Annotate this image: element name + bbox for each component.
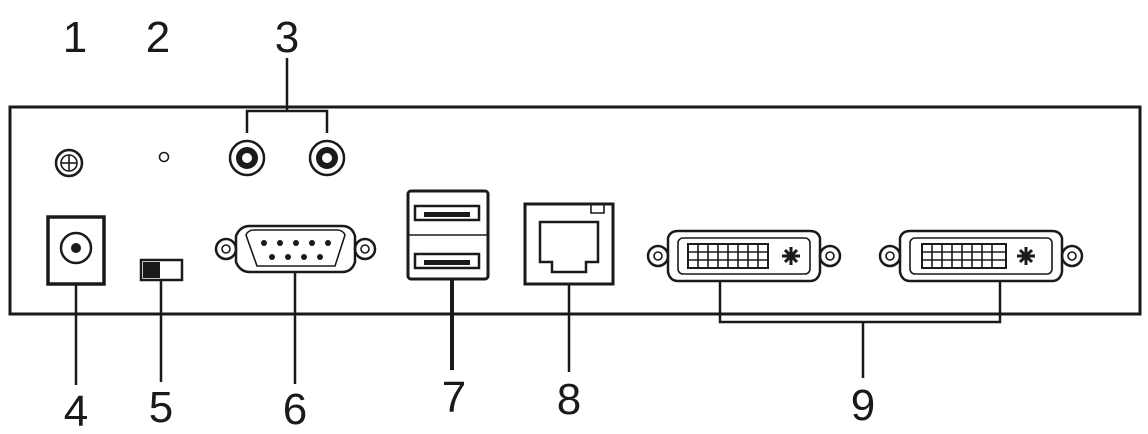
callout-number-4: 4	[64, 387, 88, 434]
callout-bracket-9	[718, 281, 1002, 324]
serial-port-icon	[214, 224, 377, 274]
usb-port-icon	[406, 189, 490, 281]
callout-number-2: 2	[146, 13, 170, 62]
callout-number-8: 8	[557, 375, 581, 424]
callout-number-7: 7	[442, 373, 466, 422]
slide-switch-icon	[139, 258, 184, 282]
dvi-port-icon	[646, 229, 842, 283]
rj45-port-icon	[523, 202, 615, 286]
callout-number-5: 5	[149, 383, 173, 432]
grounding-terminal-icon	[54, 148, 84, 178]
callout-number-1: 1	[63, 13, 87, 62]
callout-number-6: 6	[283, 385, 307, 434]
callout-number-3: 3	[275, 13, 299, 62]
callout-number-9: 9	[851, 381, 875, 430]
dvi-port-icon	[878, 229, 1084, 283]
firmware-upgrade-pinhole-icon	[158, 151, 170, 163]
power-jack-icon	[46, 215, 106, 286]
audio-jack-icon	[228, 139, 266, 177]
audio-jack-icon	[308, 139, 346, 177]
